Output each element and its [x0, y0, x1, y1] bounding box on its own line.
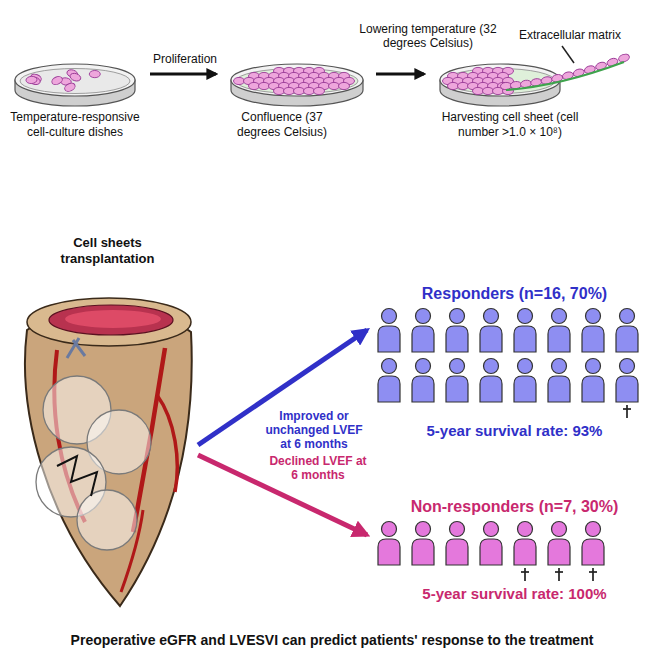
patient-icon	[548, 359, 570, 403]
cell	[63, 82, 76, 93]
patient-icon	[412, 309, 434, 353]
cell	[448, 82, 459, 89]
patient-icon	[480, 359, 502, 403]
patient-icon	[582, 359, 604, 403]
culture-dish	[430, 48, 630, 110]
cell	[304, 87, 315, 94]
patient-icon	[378, 309, 400, 353]
ventricle-wall	[27, 298, 191, 346]
node-label: Cell sheets transplantation	[33, 235, 183, 268]
edge-label: Proliferation	[148, 52, 222, 66]
patient-icon	[582, 309, 604, 353]
patient-group: Responders (n=16, 70%) 5-year survival ra…	[372, 282, 657, 443]
patient-icon	[582, 522, 604, 566]
cells	[26, 69, 101, 93]
cell	[473, 87, 484, 94]
patient-icon	[548, 309, 570, 353]
culture-dish	[222, 48, 372, 110]
culture-dish: Harvesting cell sheet (cell number >1.0 …	[430, 48, 630, 140]
cell	[483, 87, 494, 94]
survival-rate: 5-year survival rate: 100%	[372, 585, 657, 604]
caption: Preoperative eGFR and LVESVI can predict…	[0, 632, 664, 649]
cell	[458, 82, 469, 89]
patient-icon	[548, 522, 570, 566]
cell-sheet	[77, 490, 137, 550]
patient-icon	[514, 309, 536, 353]
patient-icon	[446, 359, 468, 403]
node-label: Confluence (37 degrees Celsius)	[222, 110, 342, 140]
culture-dish: Temperature-responsive cell-culture dish…	[4, 48, 146, 140]
node-label: Temperature-responsive cell-culture dish…	[4, 110, 146, 140]
cell	[294, 87, 305, 94]
patient-icon	[378, 522, 400, 566]
cell	[26, 76, 37, 84]
ventricle-cavity	[65, 310, 161, 328]
cell	[89, 70, 100, 77]
cell	[284, 87, 295, 94]
leader-line	[562, 46, 574, 63]
patient-icon	[446, 522, 468, 566]
annotation-label: Extracellular matrix	[510, 28, 630, 42]
heart-illustration: Cell sheets transplantation	[15, 235, 200, 610]
patient-group	[372, 306, 657, 420]
flow-arrow	[376, 73, 424, 76]
ventricle-cavity	[49, 305, 173, 335]
death-cross	[521, 568, 529, 581]
cell	[339, 82, 350, 89]
cell	[314, 87, 325, 94]
survival-rate: 5-year survival rate: 93%	[372, 422, 657, 441]
dish-floor	[20, 69, 130, 94]
group-title: Non-responders (n=7, 30%)	[372, 497, 657, 517]
heart-body	[25, 314, 192, 606]
patient-icon	[616, 359, 638, 403]
patient-icon	[378, 359, 400, 403]
cells	[443, 53, 631, 95]
cell	[329, 82, 340, 89]
edge-label: Declined LVEF at 6 months	[268, 454, 368, 482]
heart-illustration	[15, 270, 200, 610]
culture-dish: Confluence (37 degrees Celsius)	[222, 48, 372, 140]
patient-icon	[412, 522, 434, 566]
dish-rim	[231, 64, 363, 96]
cell	[259, 82, 270, 89]
coronary-artery	[157, 395, 177, 492]
dish-wall	[231, 80, 363, 106]
flow-arrow	[198, 455, 367, 535]
cell	[234, 77, 245, 84]
cells	[234, 67, 355, 94]
patient-icon	[616, 309, 638, 353]
group-title: Responders (n=16, 70%)	[372, 284, 657, 304]
patient-icon	[480, 522, 502, 566]
death-cross	[623, 405, 631, 418]
patient-group: Non-responders (n=7, 30%) 5-year survival…	[372, 495, 657, 606]
patient-icon	[514, 522, 536, 566]
suture-line	[57, 456, 97, 496]
patient-icon	[446, 309, 468, 353]
node-label: Harvesting cell sheet (cell number >1.0 …	[430, 110, 590, 140]
extracellular-matrix	[506, 62, 624, 90]
graft-patch	[67, 338, 85, 358]
cell	[69, 72, 82, 82]
patient-group	[372, 519, 657, 583]
dish-rim	[440, 64, 560, 96]
patient-icon	[514, 359, 536, 403]
edge-label: Improved or unchanged LVEF at 6 months	[260, 409, 368, 451]
edge-label: Lowering temperature (32 degrees Celsius…	[358, 22, 498, 51]
patient-icon	[412, 359, 434, 403]
cell	[249, 82, 260, 89]
dish-rim	[15, 64, 135, 96]
cell	[51, 75, 64, 86]
flow-arrow	[150, 73, 216, 76]
patient-icon	[480, 309, 502, 353]
death-cross	[589, 568, 597, 581]
culture-dish	[4, 48, 146, 110]
death-cross	[555, 568, 563, 581]
cell	[274, 87, 285, 94]
